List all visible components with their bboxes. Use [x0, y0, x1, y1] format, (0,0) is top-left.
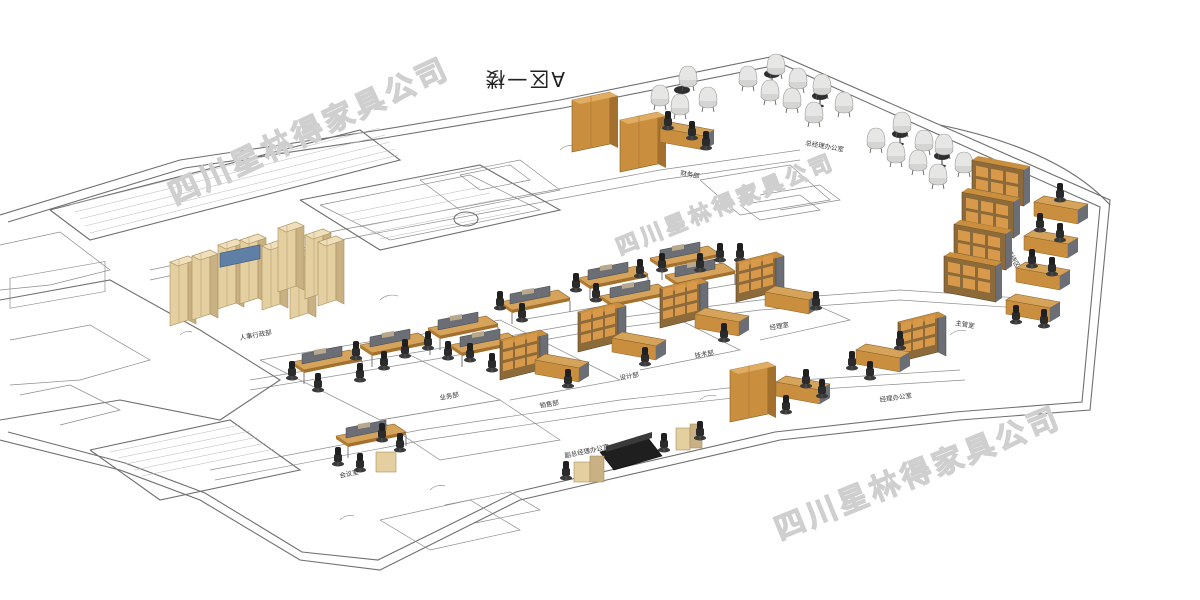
lounge-chair [698, 86, 718, 113]
lounge-chair [782, 87, 802, 114]
cabinet [375, 451, 397, 473]
office-chair [1053, 222, 1067, 243]
floor-plan-walls [0, 54, 1111, 571]
room-label: 销售部 [539, 398, 560, 410]
office-chair [353, 452, 367, 473]
lounge-chair [650, 84, 670, 111]
room-label: 设计部 [619, 370, 640, 382]
workstation-desk [359, 328, 431, 368]
filing-cabinet-cluster [169, 221, 345, 327]
office-chair [311, 372, 325, 393]
lounge-chair [670, 93, 690, 120]
room-label: 主管室 [955, 318, 976, 330]
reception-counter [675, 427, 691, 451]
watermark-text: 四川星林得家具公司 [770, 400, 1067, 547]
room-label: 经理室 [769, 320, 790, 332]
lounge-chair [804, 101, 824, 128]
stair-block [49, 127, 402, 241]
office-chair [331, 446, 345, 467]
watermark-text: 四川星林得家具公司 [164, 51, 456, 212]
room-label: 财务部 [680, 168, 701, 180]
office-chair [485, 352, 499, 373]
lounge-chair [908, 149, 928, 176]
office-chair [569, 272, 583, 293]
column-circle [453, 211, 479, 227]
meeting-room-desks [331, 419, 407, 473]
wood-wardrobe [729, 361, 777, 423]
manager-desk [534, 353, 590, 383]
executive-desk [1015, 261, 1071, 291]
office-chair [353, 362, 367, 383]
workstation-desk [499, 285, 571, 325]
office-chair [1053, 182, 1067, 203]
room-label: 业务部 [439, 390, 460, 402]
bottom-stair-block [89, 419, 302, 501]
core-stair-grid [339, 186, 521, 240]
floor-title: A区一楼 [483, 67, 565, 91]
wood-wardrobe [619, 111, 667, 173]
lower-right-offices [729, 311, 947, 423]
office-chair [493, 290, 507, 311]
conference-area [559, 420, 707, 483]
office-chair [349, 340, 363, 361]
lounge-chair [834, 91, 854, 118]
lounge-chair [866, 127, 886, 154]
filing-cabinet [317, 235, 345, 307]
room-label: 人事行政部 [239, 327, 273, 342]
lounge-chair [760, 79, 780, 106]
general-manager-office [571, 91, 715, 173]
lounge-chair [928, 163, 948, 190]
lounge-chair [886, 141, 906, 168]
lounge-area-top [650, 53, 854, 128]
blue-storage-unit [219, 244, 261, 268]
lounge-chair [738, 65, 758, 92]
lounge-area-right [866, 111, 974, 190]
office-chair [559, 460, 573, 481]
office-chair [733, 242, 747, 263]
right-side-offices [943, 155, 1089, 329]
manager-desk [611, 331, 667, 361]
workstation-desk [291, 345, 363, 385]
office-chair [441, 340, 455, 361]
wood-wardrobe [571, 91, 619, 153]
room-label: 经理办公室 [879, 390, 913, 404]
reception-counter [573, 461, 591, 483]
office-chair [657, 432, 671, 453]
room-label: 技术部 [694, 348, 715, 360]
filing-cabinet [191, 249, 219, 321]
filing-cabinet [277, 221, 305, 293]
lounge-chair [954, 151, 974, 178]
manager-desk [764, 285, 820, 315]
